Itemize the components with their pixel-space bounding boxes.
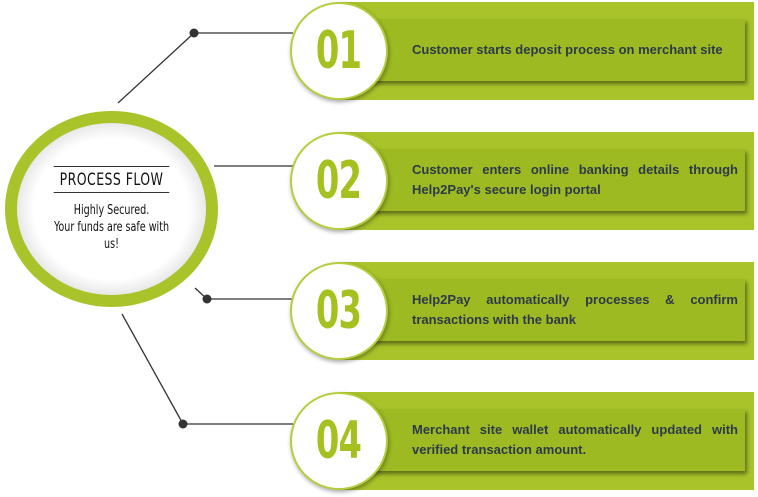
step-3-bar <box>340 279 745 341</box>
hub-content: PROCESS FLOW Highly Secured. Your funds … <box>41 166 182 253</box>
step-4-bar <box>340 409 745 471</box>
connector-dot-3 <box>202 294 212 304</box>
hub-subtitle-line-2: Your funds are safe with us! <box>53 220 170 252</box>
step-1-number-badge: 01 <box>290 2 388 100</box>
hub-title: PROCESS FLOW <box>53 166 170 193</box>
connector-line-1 <box>117 32 195 104</box>
process-flow-hub: PROCESS FLOW Highly Secured. Your funds … <box>5 111 218 307</box>
step-4-text: Merchant site wallet automatically updat… <box>412 422 738 457</box>
step-1: Customer starts deposit process on merch… <box>290 2 758 100</box>
hub-inner-circle <box>17 123 206 295</box>
hub-subtitle: Highly Secured. Your funds are safe with… <box>54 202 170 253</box>
step-3-number-badge: 03 <box>290 262 388 360</box>
hub-subtitle-line-1: Highly Secured. <box>73 203 150 218</box>
step-4-number: 04 <box>316 411 362 471</box>
step-4: Merchant site wallet automatically updat… <box>290 392 758 490</box>
step-3-text: Help2Pay automatically processes & confi… <box>412 292 738 327</box>
step-1-number: 01 <box>316 21 362 81</box>
step-3-number: 03 <box>316 281 362 341</box>
step-2-number: 02 <box>316 151 362 211</box>
step-4-number-badge: 04 <box>290 392 388 490</box>
connector-dot-4 <box>178 419 188 429</box>
step-2-bar <box>340 149 745 211</box>
connector-line-4 <box>121 313 184 425</box>
step-1-text: Customer starts deposit process on merch… <box>412 42 723 57</box>
step-2-text: Customer enters online banking details t… <box>412 162 738 197</box>
connector-dot-1 <box>189 28 199 38</box>
step-3: Help2Pay automatically processes & confi… <box>290 262 758 360</box>
step-2: Customer enters online banking details t… <box>290 132 758 230</box>
step-1-bar <box>340 19 745 81</box>
step-2-number-badge: 02 <box>290 132 388 230</box>
